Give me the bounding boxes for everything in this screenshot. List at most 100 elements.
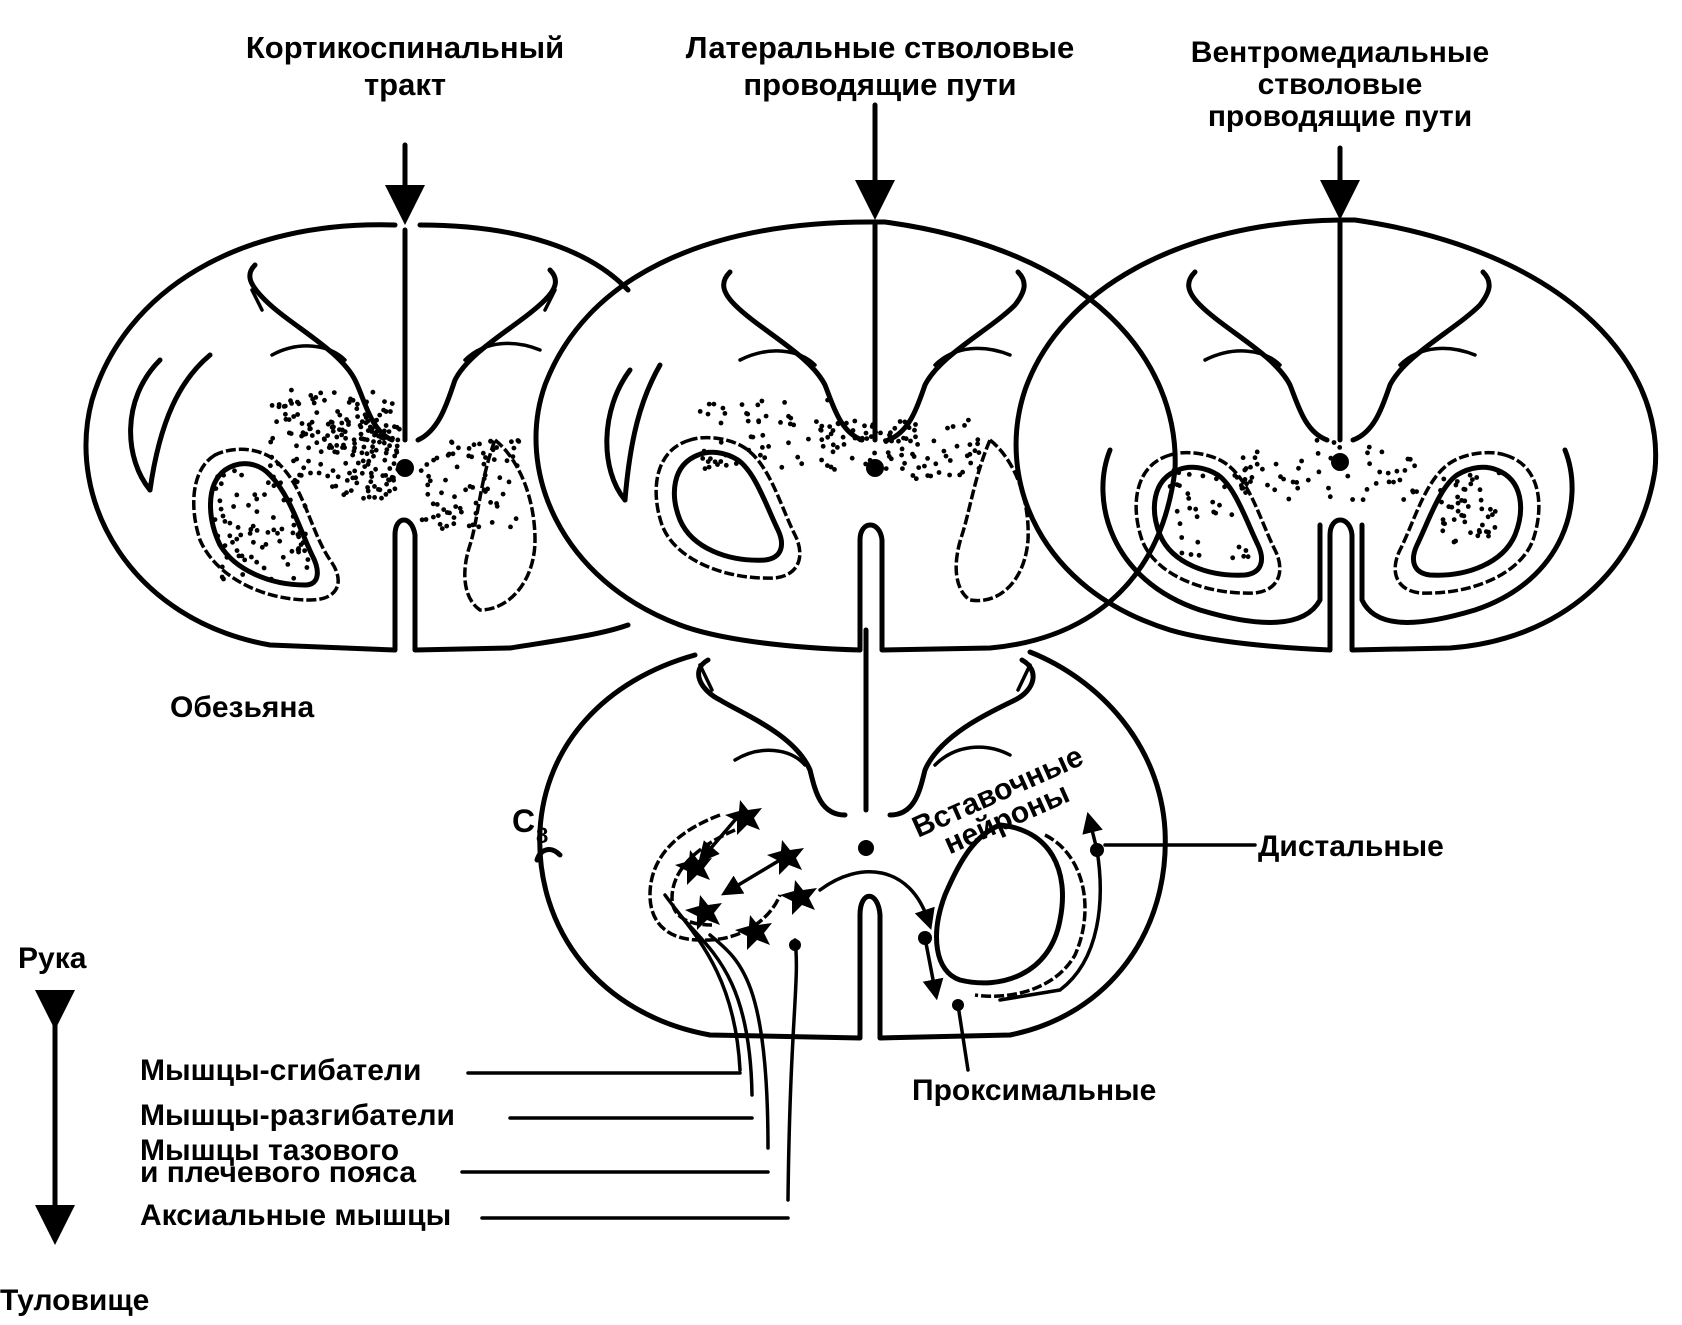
stipple-dot xyxy=(351,448,357,454)
stipple-dot xyxy=(426,473,431,479)
stipple-dot xyxy=(509,439,514,445)
stipple-dot xyxy=(481,461,487,467)
stipple-dot xyxy=(500,491,506,497)
stipple-dot xyxy=(840,434,846,440)
stipple-dot xyxy=(746,447,752,453)
stipple-dot xyxy=(1278,474,1283,480)
stipple-dot xyxy=(343,435,348,441)
stipple-dot xyxy=(510,454,516,459)
stipple-dot xyxy=(291,522,297,528)
stipple-dot xyxy=(238,532,244,538)
stipple-dot xyxy=(844,420,849,426)
stipple-dot xyxy=(218,506,224,512)
stipple-dot xyxy=(456,445,461,451)
stipple-dot xyxy=(213,486,219,491)
stipple-dot xyxy=(268,576,274,582)
stipple-dot xyxy=(899,452,904,458)
stipple-dot xyxy=(270,435,276,441)
stipple-dot xyxy=(276,402,282,407)
stipple-dot xyxy=(763,413,769,419)
stipple-dot xyxy=(469,454,475,460)
segment-label: C xyxy=(512,803,535,839)
stipple-dot xyxy=(383,492,389,497)
stipple-dot xyxy=(395,437,401,443)
stipple-dot xyxy=(274,419,279,425)
stipple-dot xyxy=(437,521,443,527)
stipple-dot xyxy=(1210,499,1216,505)
stipple-dot xyxy=(494,445,499,450)
stipple-dot xyxy=(344,417,349,422)
stipple-dot xyxy=(350,397,356,403)
stipple-dot xyxy=(1186,472,1192,477)
stipple-dot xyxy=(1305,477,1311,483)
stipple-dot xyxy=(394,443,400,449)
c8-ventral-horn-right xyxy=(934,822,1065,986)
stipple-dot xyxy=(850,428,856,433)
interneuron-stars xyxy=(675,800,935,950)
stipple-dot xyxy=(292,477,298,483)
ventromedial-label-line1: Вентромедиальные xyxy=(1191,36,1489,69)
spinal-cord-corticospinal xyxy=(83,222,631,653)
stipple-dot xyxy=(219,574,225,580)
stipple-dot xyxy=(351,437,357,443)
stipple-dot xyxy=(1230,555,1236,561)
stipple-dot xyxy=(314,440,320,446)
stipple-dot xyxy=(1187,505,1193,511)
stipple-dot xyxy=(371,453,376,459)
stipple-dot xyxy=(1328,455,1334,461)
ventromedial-label-line2: стволовые xyxy=(1258,68,1423,101)
c8-central-canal xyxy=(858,840,874,856)
stipple-dot xyxy=(262,492,267,497)
stipple-dot xyxy=(1196,552,1202,558)
stipple-dot xyxy=(297,472,302,478)
stipple-dot xyxy=(885,450,891,455)
stipple-dot xyxy=(419,517,425,523)
stipple-dot xyxy=(911,454,917,459)
stipple-dot xyxy=(1295,485,1301,491)
stipple-dot xyxy=(1453,482,1459,488)
stipple-dot xyxy=(900,466,905,471)
stipple-dot xyxy=(330,468,336,473)
stipple-dot xyxy=(308,426,313,432)
stipple-dot xyxy=(212,517,218,522)
stipple-dot xyxy=(1367,461,1372,467)
stipple-dot xyxy=(453,504,459,509)
stipple-dot xyxy=(1179,535,1185,540)
stipple-dot xyxy=(350,452,356,458)
stipple-dot xyxy=(232,468,237,474)
stipple-dot xyxy=(1188,552,1194,557)
stipple-dot xyxy=(976,465,982,471)
stipple-dot xyxy=(218,481,224,487)
stipple-dot xyxy=(261,565,267,571)
stipple-dot xyxy=(362,402,368,407)
lateral-stipple xyxy=(697,397,982,482)
stipple-dot xyxy=(222,543,228,548)
stipple-dot xyxy=(275,530,280,536)
stipple-dot xyxy=(954,443,960,449)
stipple-dot xyxy=(825,434,831,440)
stipple-dot xyxy=(1468,481,1474,487)
spinal-cord-c8 xyxy=(460,627,1257,1220)
stipple-dot xyxy=(1294,480,1300,485)
stipple-dot xyxy=(230,539,235,545)
stipple-dot xyxy=(830,428,836,433)
stipple-dot xyxy=(321,436,327,442)
stipple-dot xyxy=(925,473,931,478)
stipple-dot xyxy=(897,419,903,424)
stipple-dot xyxy=(439,526,445,531)
stipple-dot xyxy=(489,520,495,525)
stipple-dot xyxy=(1249,475,1255,480)
stipple-dot xyxy=(1462,487,1468,492)
stipple-dot xyxy=(470,522,476,528)
stipple-dot xyxy=(1441,476,1447,482)
stipple-dot xyxy=(967,442,973,447)
stipple-dot xyxy=(454,464,460,470)
stipple-dot xyxy=(291,458,296,464)
stipple-dot xyxy=(368,424,373,430)
stipple-dot xyxy=(1241,553,1247,559)
stipple-dot xyxy=(915,442,920,447)
left-central-canal xyxy=(396,459,414,477)
stipple-dot xyxy=(383,423,389,428)
stipple-dot xyxy=(425,482,431,488)
stipple-dot xyxy=(239,472,245,478)
